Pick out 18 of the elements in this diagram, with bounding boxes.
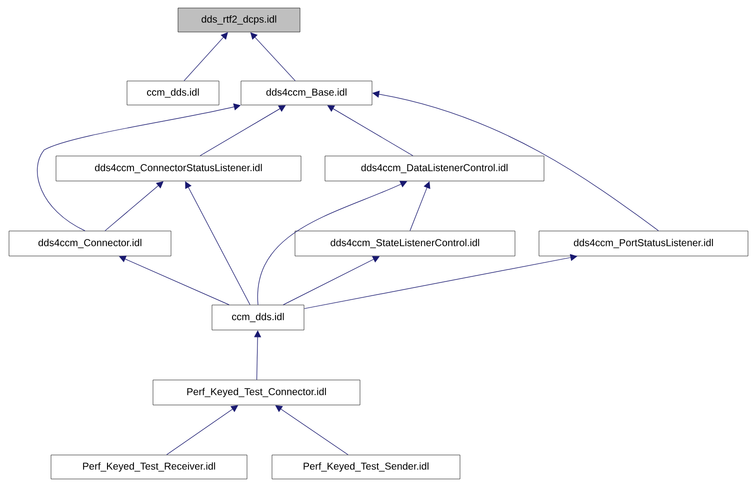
file-box: dds4ccm_DataListenerControl.idl bbox=[324, 156, 544, 182]
arrow bbox=[250, 32, 296, 82]
arrow bbox=[184, 32, 228, 82]
file-box: dds_rtf2_dcps.idl bbox=[178, 8, 300, 32]
file-box: ccm_dds.idl bbox=[126, 80, 220, 106]
arrow bbox=[200, 105, 286, 156]
file-box: dds4ccm_StateListenerControl.idl bbox=[294, 230, 516, 256]
arrow bbox=[327, 105, 414, 156]
file-box: Perf_Keyed_Test_Connector.idl bbox=[152, 380, 360, 406]
file-box: dds4ccm_Base.idl bbox=[240, 80, 372, 106]
file-box: Perf_Keyed_Test_Receiver.idl bbox=[50, 454, 248, 480]
file-box: Perf_Keyed_Test_Sender.idl bbox=[272, 454, 460, 480]
arrow bbox=[304, 254, 578, 309]
file-box: dds4ccm_Connector.idl bbox=[8, 230, 172, 256]
file-box: ccm_dds.idl bbox=[212, 304, 304, 330]
file-box: dds4ccm_ConnectorStatusListener.idl bbox=[56, 156, 302, 182]
arrow bbox=[275, 405, 348, 456]
file-box: dds4ccm_PortStatusListener.idl bbox=[538, 230, 748, 256]
